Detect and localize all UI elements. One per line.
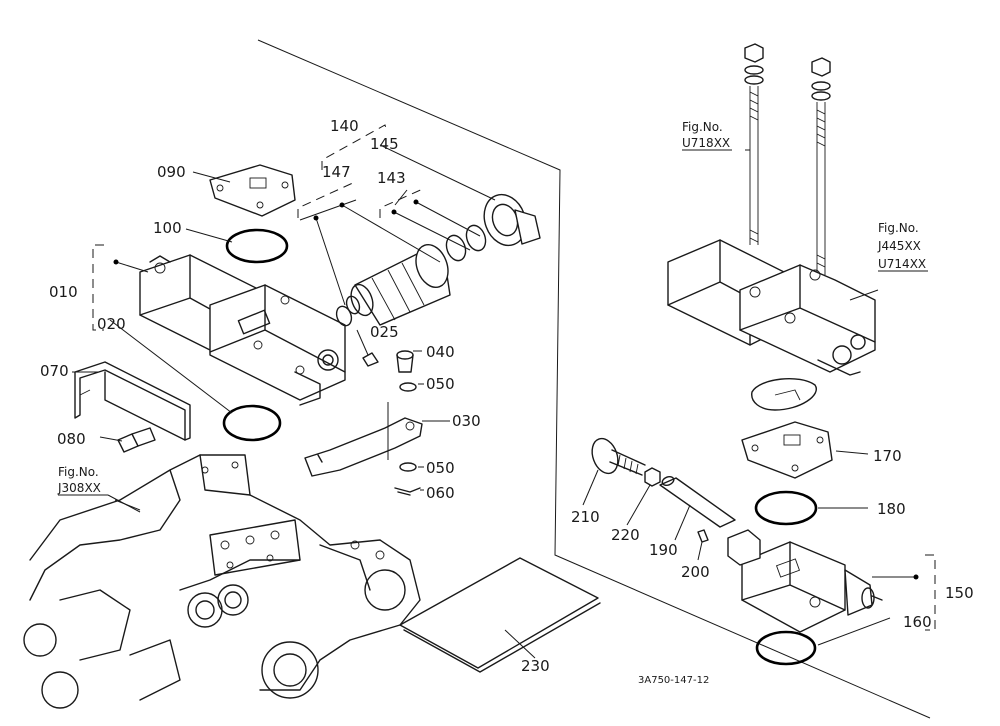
nut-220 — [644, 467, 661, 487]
frame-147 — [297, 181, 356, 218]
callout-080: 080 — [57, 430, 86, 448]
studs-right — [744, 43, 831, 275]
clip-right — [751, 378, 817, 411]
frame-140 — [321, 124, 388, 170]
o-ring-160 — [755, 630, 817, 666]
control-valve-010 — [139, 254, 346, 406]
bracket-070 — [74, 361, 191, 441]
callout-100: 100 — [153, 219, 182, 237]
callout-147: 147 — [322, 163, 351, 181]
callout-170: 170 — [873, 447, 902, 465]
callout-090: 090 — [157, 163, 186, 181]
drawing-code: 3A750-147-12 — [638, 675, 709, 686]
fig-ref-u714: U714XX — [878, 257, 926, 271]
callout-labels: 090 100 010 020 070 080 140 145 147 143 … — [40, 117, 974, 675]
callout-210: 210 — [571, 508, 600, 526]
clamp-145 — [483, 193, 541, 247]
fig-label-u718: Fig.No. — [682, 120, 723, 134]
callout-070: 070 — [40, 362, 69, 380]
callout-040: 040 — [426, 343, 455, 361]
bolt-080 — [117, 427, 156, 453]
callout-050-lower: 050 — [426, 459, 455, 477]
callout-200: 200 — [681, 563, 710, 581]
callout-050-upper: 050 — [426, 375, 455, 393]
fig-ref-u718: U718XX — [682, 136, 730, 150]
callout-180: 180 — [877, 500, 906, 518]
cover-plate-170 — [741, 421, 833, 479]
valve-150 — [727, 529, 883, 633]
callout-010: 010 — [49, 283, 78, 301]
callout-143: 143 — [377, 169, 406, 187]
control-valve-right — [667, 239, 876, 376]
seal-ring-143b — [465, 224, 487, 252]
cover-plate-090 — [209, 164, 296, 217]
callout-020: 020 — [97, 315, 126, 333]
callout-160: 160 — [903, 613, 932, 631]
o-ring-180 — [754, 490, 818, 526]
transmission-housing — [23, 454, 421, 709]
lever-030 — [304, 402, 423, 477]
pin-040 — [396, 350, 414, 373]
callout-140: 140 — [330, 117, 359, 135]
leader-lines-right — [582, 149, 936, 646]
callout-060: 060 — [426, 484, 455, 502]
knob-210 — [591, 437, 646, 476]
washer-050b — [399, 462, 417, 472]
callout-150: 150 — [945, 584, 974, 602]
o-ring-100 — [225, 228, 289, 264]
pin-200 — [697, 529, 709, 543]
manual-230 — [399, 557, 601, 673]
separator-line — [257, 39, 931, 719]
spool-assembly-147 — [335, 243, 451, 327]
cotter-pin-060 — [394, 487, 421, 496]
callout-030: 030 — [452, 412, 481, 430]
figure-references: Fig.No. U718XX Fig.No. J445XX U714XX Fig… — [57, 120, 928, 513]
callout-230: 230 — [521, 657, 550, 675]
leader-lines-left — [72, 144, 496, 511]
rod-190 — [659, 475, 736, 528]
callout-025: 025 — [370, 323, 399, 341]
fig-ref-j445: J445XX — [877, 239, 921, 253]
washer-050a — [399, 382, 417, 392]
seal-ring-143a — [445, 234, 467, 262]
fig-label-j308: Fig.No. — [58, 465, 99, 479]
callout-220: 220 — [611, 526, 640, 544]
callout-190: 190 — [649, 541, 678, 559]
fig-label-j445: Fig.No. — [878, 221, 919, 235]
callout-145: 145 — [370, 135, 399, 153]
plug-025 — [362, 352, 379, 367]
frame-143 — [379, 187, 426, 218]
o-ring-020 — [222, 404, 282, 442]
fig-ref-j308: J308XX — [57, 481, 101, 495]
